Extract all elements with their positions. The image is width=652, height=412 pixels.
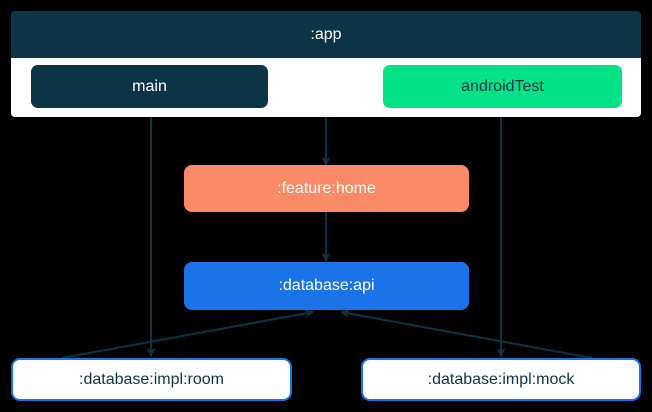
node-main[interactable]: main — [31, 65, 268, 108]
node-feature-home-label: :feature:home — [277, 179, 376, 197]
edge-impl-room-to-database-api — [61, 309, 314, 359]
node-database-api[interactable]: :database:api — [184, 262, 469, 310]
node-feature-home[interactable]: :feature:home — [184, 165, 469, 212]
node-app-label: :app — [310, 26, 342, 43]
node-main-label: main — [132, 77, 167, 95]
edge-impl-mock-to-database-api — [340, 309, 593, 359]
node-android-test-label: androidTest — [461, 77, 544, 95]
node-database-impl-room-label: :database:impl:room — [79, 370, 224, 388]
node-database-api-label: :database:api — [278, 277, 375, 294]
node-android-test[interactable]: androidTest — [383, 65, 622, 108]
node-database-impl-mock[interactable]: :database:impl:mock — [361, 358, 641, 401]
node-database-impl-room[interactable]: :database:impl:room — [11, 358, 292, 401]
node-database-impl-mock-label: :database:impl:mock — [427, 370, 575, 388]
